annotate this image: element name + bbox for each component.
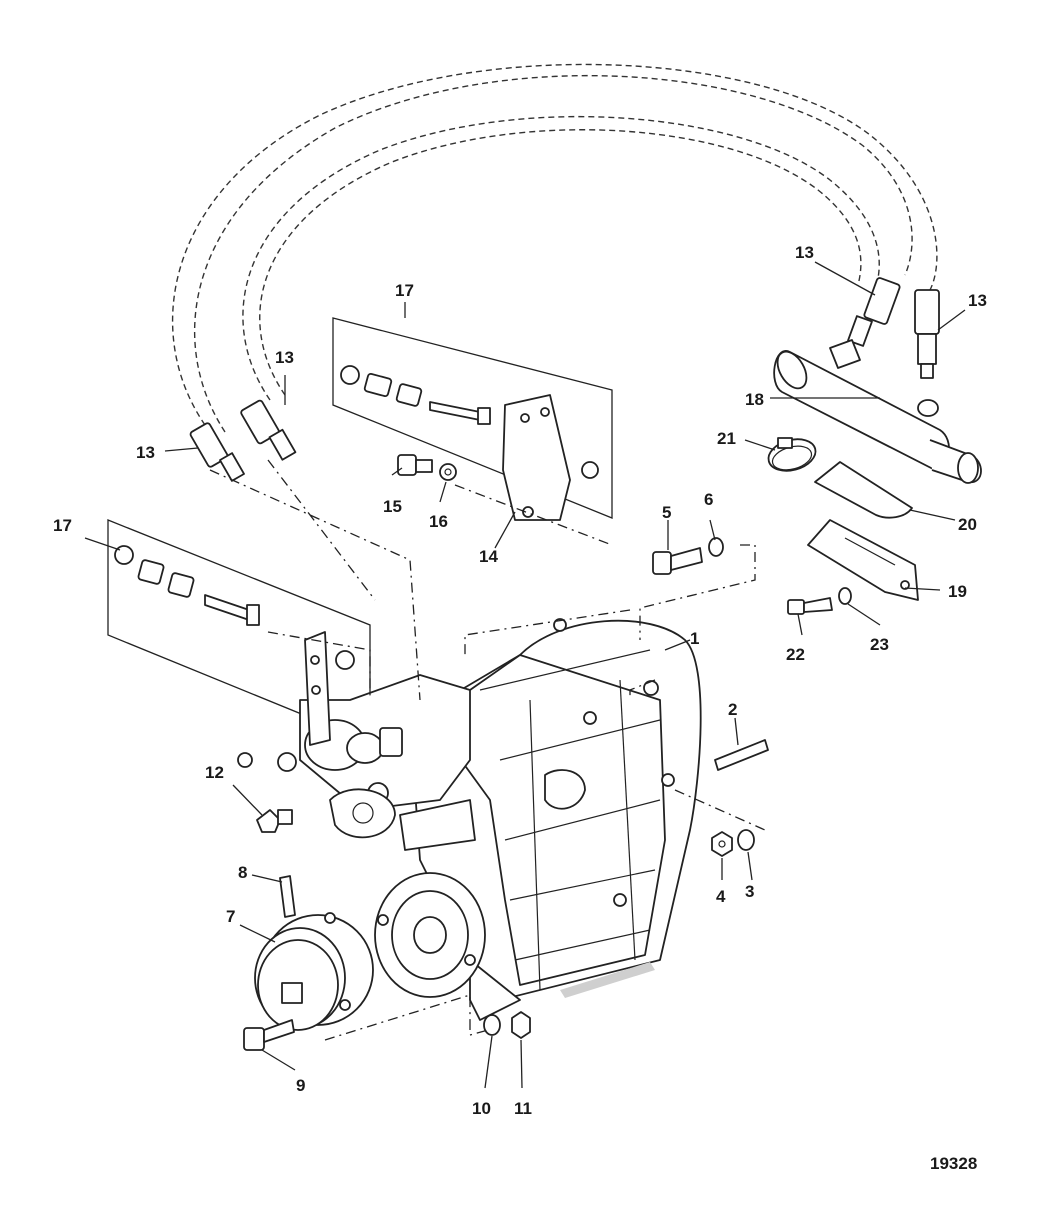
hose-assembly — [171, 63, 938, 433]
callout-label-9: 9 — [296, 1076, 305, 1095]
nut-11 — [511, 1011, 531, 1039]
washer-16 — [439, 463, 457, 481]
callout-label-2: 2 — [728, 700, 737, 719]
callout-label-21: 21 — [717, 429, 736, 448]
callout-label-15: 15 — [383, 497, 402, 516]
callout-label-5: 5 — [662, 503, 671, 522]
callout-labels: 1 2 3 4 5 6 7 8 9 10 11 12 13 13 13 13 1… — [53, 243, 987, 1118]
callout-label-17-upper: 17 — [395, 281, 414, 300]
callout-label-19: 19 — [948, 582, 967, 601]
hose-fitting-right-b — [914, 289, 940, 379]
callout-label-18: 18 — [745, 390, 764, 409]
callout-label-22: 22 — [786, 645, 805, 664]
sensor-12 — [256, 809, 293, 833]
bolt-9 — [243, 1019, 295, 1051]
callout-label-13-center: 13 — [275, 348, 294, 367]
drive-pulley — [374, 872, 486, 998]
bolt-15 — [397, 454, 433, 476]
cooler-bracket — [807, 519, 919, 601]
callout-label-8: 8 — [238, 863, 247, 882]
callout-label-17-lower: 17 — [53, 516, 72, 535]
callout-label-13-top: 13 — [795, 243, 814, 262]
callout-label-20: 20 — [958, 515, 977, 534]
callout-label-11: 11 — [514, 1099, 532, 1118]
oil-cooler — [773, 339, 982, 484]
stud-2 — [714, 739, 769, 771]
callout-label-7: 7 — [226, 907, 235, 926]
figure-number: 19328 — [930, 1154, 977, 1173]
callout-label-1: 1 — [690, 629, 699, 648]
washer-3 — [737, 829, 755, 851]
assembly-lines — [209, 459, 766, 1041]
screw-22 — [787, 597, 833, 615]
hose-clamp — [767, 437, 817, 472]
hose-fitting-center — [240, 399, 297, 461]
callout-label-6: 6 — [704, 490, 713, 509]
callout-label-16: 16 — [429, 512, 448, 531]
callout-label-23: 23 — [870, 635, 889, 654]
callout-label-14: 14 — [479, 547, 498, 566]
callout-label-10: 10 — [472, 1099, 491, 1118]
kit-17-upper — [332, 317, 613, 521]
callout-label-13-left: 13 — [136, 443, 155, 462]
cooler-saddle — [814, 461, 913, 519]
coupling-7 — [254, 912, 374, 1031]
washer-23 — [838, 587, 852, 605]
bolt-5 — [652, 547, 703, 575]
callout-label-3: 3 — [745, 882, 754, 901]
washer-6 — [708, 537, 724, 557]
screw-8 — [279, 875, 296, 918]
control-valve-block — [237, 631, 476, 851]
hose-fitting-left — [189, 422, 245, 482]
callout-label-4: 4 — [716, 887, 726, 906]
callout-label-12: 12 — [205, 763, 224, 782]
hose-fitting-right-a — [847, 277, 901, 347]
leader-lines — [84, 261, 966, 1089]
callout-label-13-right: 13 — [968, 291, 987, 310]
washer-10 — [483, 1014, 501, 1036]
nut-4 — [711, 831, 733, 857]
